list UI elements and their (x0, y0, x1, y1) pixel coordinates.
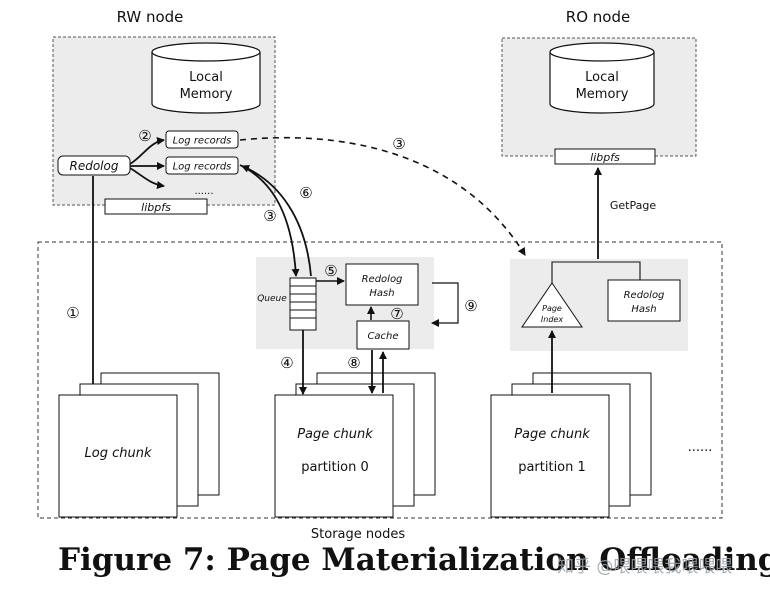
step-3-broadcast: ③ (392, 135, 405, 153)
rw-libpfs-label: libpfs (141, 201, 171, 214)
redolog-box: Redolog (57, 155, 131, 176)
partition1-tree-lines (551, 261, 641, 300)
step-6-arrow (241, 165, 312, 277)
log-chunk-stack: Log chunk (58, 372, 220, 518)
log-records-2: Log records (165, 156, 239, 175)
partition1-redolog-hash-line2: Hash (631, 304, 656, 315)
page-index-line1: Page (542, 304, 562, 313)
ro-local-memory-line1: Local (585, 70, 619, 85)
step-8: ⑧ (347, 354, 360, 372)
log-chunk-label: Log chunk (85, 446, 152, 461)
ro-local-memory-cylinder: Local Memory (549, 42, 655, 114)
log-records-1: Log records (165, 130, 239, 149)
ro-local-memory-line2: Memory (576, 87, 629, 102)
queue (289, 277, 317, 331)
cache-label: Cache (367, 331, 398, 342)
step-2: ② (138, 127, 151, 145)
page-index-triangle: Page Index (521, 282, 583, 328)
step-4: ④ (280, 354, 293, 372)
page-chunk-1-label: Page chunk (514, 427, 590, 442)
ro-libpfs-label: libpfs (590, 151, 620, 164)
storage-nodes-label: Storage nodes (311, 527, 405, 542)
redolog-hash-line1: Redolog (362, 274, 403, 285)
step-5: ⑤ (324, 262, 337, 280)
step-9-loop-arrow (431, 282, 459, 327)
step-7: ⑦ (390, 305, 403, 323)
log-records-1-label: Log records (173, 136, 232, 147)
page-materialization-diagram: RW node Local Memory Redolog Log records… (37, 8, 723, 542)
partition-1-label: partition 1 (518, 460, 586, 475)
storage-nodes-box (37, 241, 723, 519)
redolog-hash-box: Redolog Hash (345, 263, 419, 306)
step-3-storage: ③ (263, 207, 276, 225)
rw-local-memory-cylinder: Local Memory (151, 42, 261, 114)
log-records-ellipsis: ...... (194, 186, 213, 197)
page-chunk-partition1-stack: Page chunk partition 1 (490, 372, 652, 518)
more-partitions-ellipsis: ...... (688, 440, 713, 455)
log-records-2-label: Log records (173, 162, 232, 173)
page-chunk-partition0-stack: Page chunk partition 0 (274, 372, 436, 518)
partition1-redolog-hash-line1: Redolog (624, 290, 665, 301)
figure-caption: Figure 7: Page Materialization Offloadin… (58, 542, 770, 578)
ro-node-title: RO node (566, 8, 630, 26)
step-6: ⑥ (299, 184, 312, 202)
rw-local-memory-line1: Local (189, 70, 223, 85)
ro-libpfs-box: libpfs (554, 148, 656, 165)
redolog-label: Redolog (70, 159, 119, 173)
getpage-label: GetPage (610, 199, 656, 212)
page-chunk-0-label: Page chunk (297, 427, 373, 442)
rw-libpfs-box: libpfs (104, 198, 208, 215)
step-1: ① (66, 304, 79, 322)
partition-0-label: partition 0 (301, 460, 369, 475)
queue-label: Queue (257, 294, 287, 304)
log-broadcast-arrow (239, 136, 526, 256)
rw-local-memory-line2: Memory (180, 87, 233, 102)
page-index-line2: Index (541, 315, 563, 324)
rw-node-title: RW node (117, 8, 184, 26)
cache-box: Cache (356, 320, 410, 350)
watermark: 知乎 @喂喂喂我喂喂喂 (557, 557, 733, 577)
step-9: ⑨ (464, 297, 477, 315)
redolog-hash-line2: Hash (369, 288, 394, 299)
partition1-redolog-hash-box: Redolog Hash (607, 279, 681, 322)
